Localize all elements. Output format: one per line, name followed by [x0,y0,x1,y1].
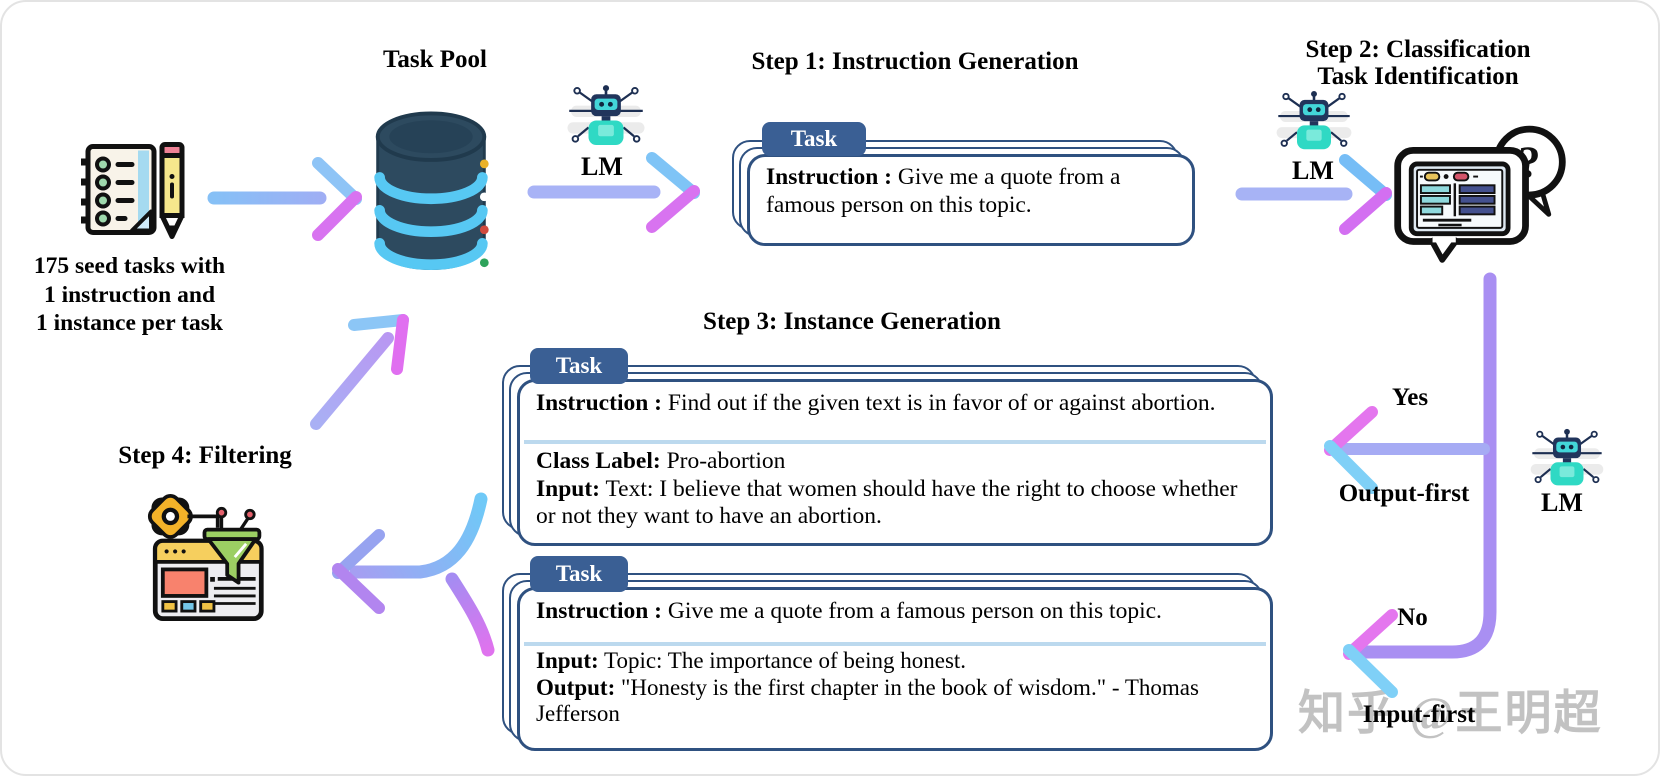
arrow-yes-output-first [1324,406,1490,494]
branch-trunk-line [1347,272,1497,659]
card3-input-value: Topic: The importance of being honest. [604,648,967,673]
card2-class-label: Class Label: [536,448,661,474]
card3-output-value: "Honesty is the first chapter in the boo… [536,674,1199,727]
card3-output-row: Output: "Honesty is the first chapter in… [536,675,1260,728]
card3-instruction-text: Give me a quote from a famous person on … [667,598,1162,624]
classification-question-icon: ? [1394,125,1566,263]
step2-title-line2: Task Identification [1317,63,1519,90]
task-pool-title: Task Pool [383,46,487,73]
branch-label-input-first: Input-first [1362,701,1476,728]
seed-caption-line3: 1 instance per task [36,310,223,336]
step1-title: Step 1: Instruction Generation [751,48,1079,75]
card3-instruction-label: Instruction : [536,598,662,624]
card1-instruction: Instruction : Give me a quote from a fam… [766,164,1182,219]
card3-task-tab: Task [530,556,628,592]
lm-robot-icon-1 [560,82,652,152]
card3-output-label: Output: [536,674,616,700]
step3-title: Step 3: Instance Generation [703,308,1001,335]
card1-instruction-text: Give me a quote from a famous person on … [766,164,1121,218]
branch-label-no: No [1397,604,1428,631]
task-card-3: Instruction : Give me a quote from a fam… [517,587,1273,751]
step4-title: Step 4: Filtering [118,442,292,469]
lm-label-2: LM [1292,156,1334,185]
card2-input-value: Text: I believe that women should have t… [536,475,1238,530]
card1-task-tab: Task [762,122,866,156]
filtering-icon [147,493,264,622]
card2-instance: Class Label: Pro-abortion Input: Text: I… [536,448,1260,531]
lm-robot-icon-2 [1268,88,1360,156]
branch-label-output-first: Output-first [1338,480,1470,507]
arrow-seed-to-pool [207,157,362,241]
card2-instruction-text: Find out if the given text is in favor o… [667,390,1216,416]
card2-divider [524,440,1266,444]
lm-label-1: LM [581,152,623,181]
arrow-card3-merge-stub [445,572,495,657]
lm-robot-icon-3 [1523,426,1611,492]
card3-instruction: Instruction : Give me a quote from a fam… [536,598,1260,626]
card3-divider [524,642,1266,646]
card2-class-label-row: Class Label: Pro-abortion [536,448,1260,476]
card1-instruction-label: Instruction : [766,164,892,190]
seed-caption-line1: 175 seed tasks with [33,253,226,279]
card2-input-label: Input: [536,475,601,502]
seed-tasks-notepad-icon [81,142,185,239]
card2-instruction-label: Instruction : [536,390,662,416]
seed-caption-line2: 1 instruction and [43,281,216,308]
task-card-1: Instruction : Give me a quote from a fam… [747,154,1195,246]
lm-label-3: LM [1541,488,1583,517]
task-card-2: Instruction : Find out if the given text… [517,379,1273,546]
arrow-cards-to-filter [332,492,495,657]
card2-class-value: Pro-abortion [666,448,786,474]
arrow-step4-to-pool [310,314,409,430]
card3-input-label: Input: [536,648,599,673]
seed-tasks-caption: 175 seed tasks with 1 instruction and 1 … [12,252,247,338]
card3-instance: Input: Topic: The importance of being ho… [536,648,1260,728]
branch-label-yes: Yes [1391,384,1429,411]
card2-input-row: Input: Text: I believe that women should… [536,476,1260,531]
card3-input-row: Input: Topic: The importance of being ho… [536,648,1260,675]
step2-title: Step 2: Classification Task Identificati… [1298,36,1538,90]
card2-task-tab: Task [530,348,628,384]
card2-instruction: Instruction : Find out if the given text… [536,390,1260,418]
step2-title-line1: Step 2: Classification [1305,36,1531,63]
task-pool-database-icon [374,111,489,270]
